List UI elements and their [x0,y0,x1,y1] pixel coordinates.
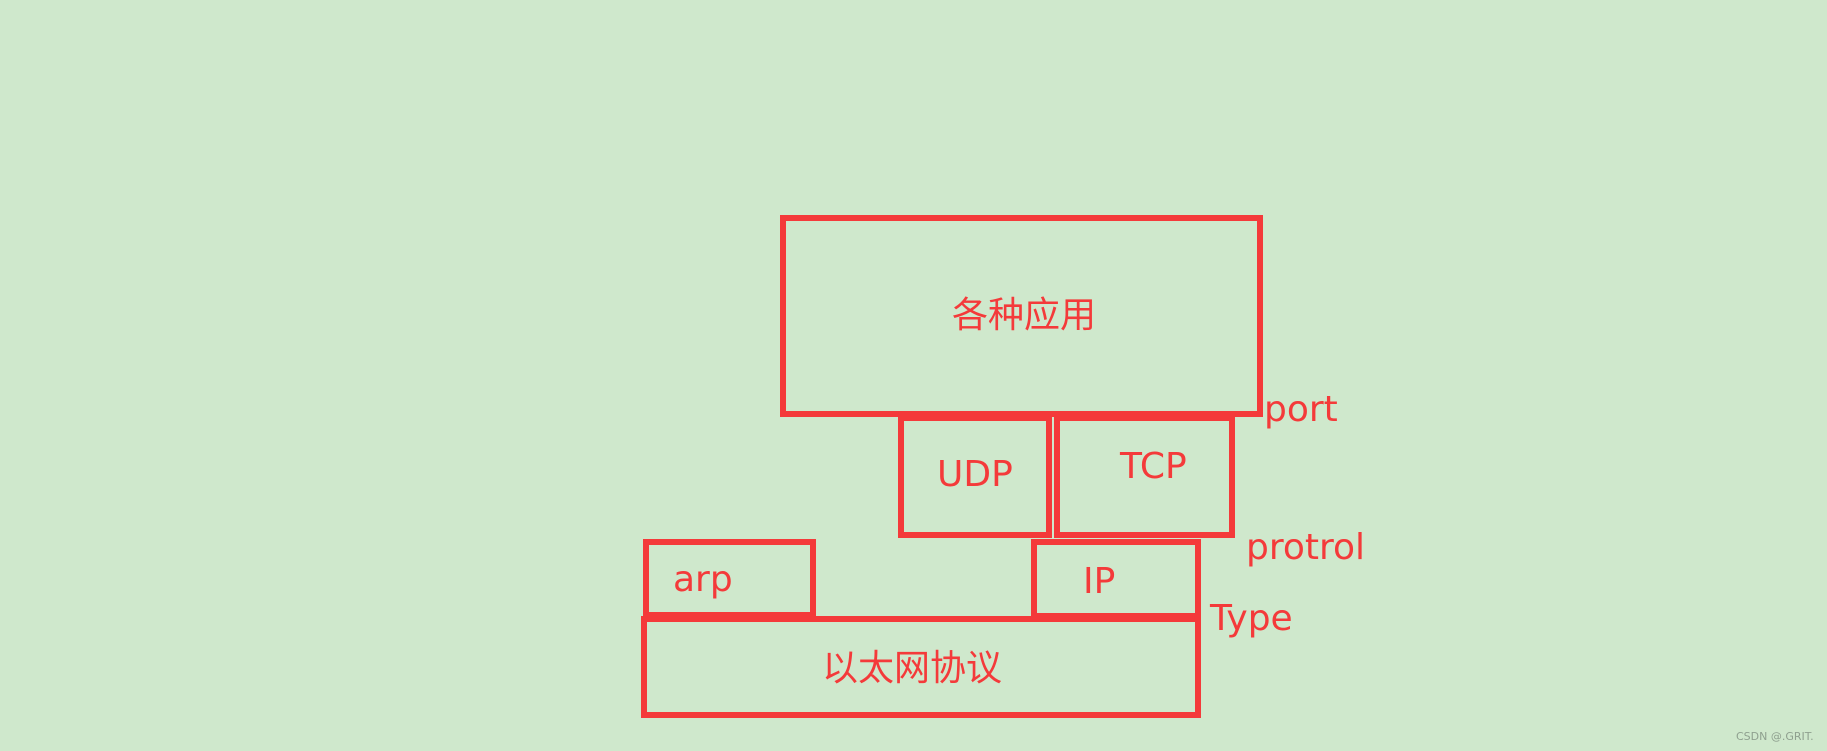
tcp-label: TCP [1120,446,1187,487]
ip-label: IP [1083,561,1116,602]
watermark: CSDN @.GRIT. [1736,730,1814,743]
udp-label: UDP [937,454,1013,495]
ip-box [1031,539,1201,619]
protocol-label: protrol [1246,527,1366,568]
port-label: port [1264,389,1338,430]
type-label: Type [1210,598,1293,639]
ethernet-label: 以太网协议 [822,648,1003,689]
arp-label: arp [673,559,733,600]
application-layer-label: 各种应用 [952,295,1097,336]
arp-box [643,539,816,618]
ethernet-box [641,616,1201,718]
tcp-box [1054,415,1235,538]
application-layer-box [780,215,1263,417]
udp-box [898,415,1052,538]
